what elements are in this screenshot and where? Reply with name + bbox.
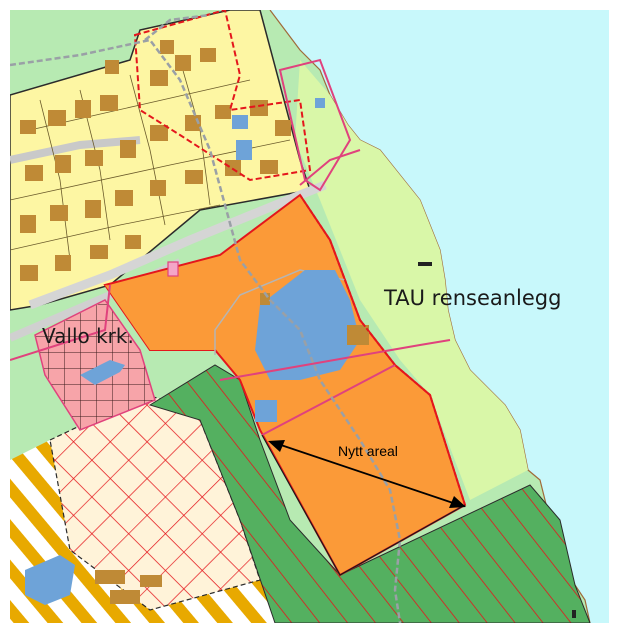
plant-building xyxy=(255,270,360,380)
plan-boundary xyxy=(133,10,312,182)
pink-boundary xyxy=(261,364,396,436)
pink-boundary xyxy=(278,58,352,192)
industry-zone-west xyxy=(105,285,215,350)
pink-boundary xyxy=(10,284,111,361)
pink-boundary xyxy=(219,339,451,381)
map-mark xyxy=(418,262,432,266)
blue-building xyxy=(236,140,252,160)
blue-building xyxy=(232,115,248,129)
pink-boundary xyxy=(299,149,361,186)
footpath xyxy=(144,13,211,41)
plant-surroundings xyxy=(295,60,528,500)
church-building xyxy=(80,360,125,385)
road xyxy=(28,180,327,310)
map-mark xyxy=(572,610,576,618)
zone-outline xyxy=(261,434,466,576)
new-area-label: Nytt areal xyxy=(338,443,398,459)
sea xyxy=(270,10,609,623)
church-label: Vallo krk. xyxy=(42,324,134,348)
footpath xyxy=(10,38,402,623)
plan-boundary-east xyxy=(299,194,466,506)
buildings xyxy=(20,40,291,281)
plant-annex xyxy=(260,293,270,305)
buildings-south xyxy=(25,555,162,605)
plant-small-building xyxy=(255,400,277,422)
church-area xyxy=(34,299,156,431)
small-marker xyxy=(167,261,179,277)
plant-annex xyxy=(347,325,369,345)
plant-label: TAU renseanlegg xyxy=(383,286,561,310)
blue-building xyxy=(315,98,325,108)
new-area-arrow xyxy=(268,440,466,508)
